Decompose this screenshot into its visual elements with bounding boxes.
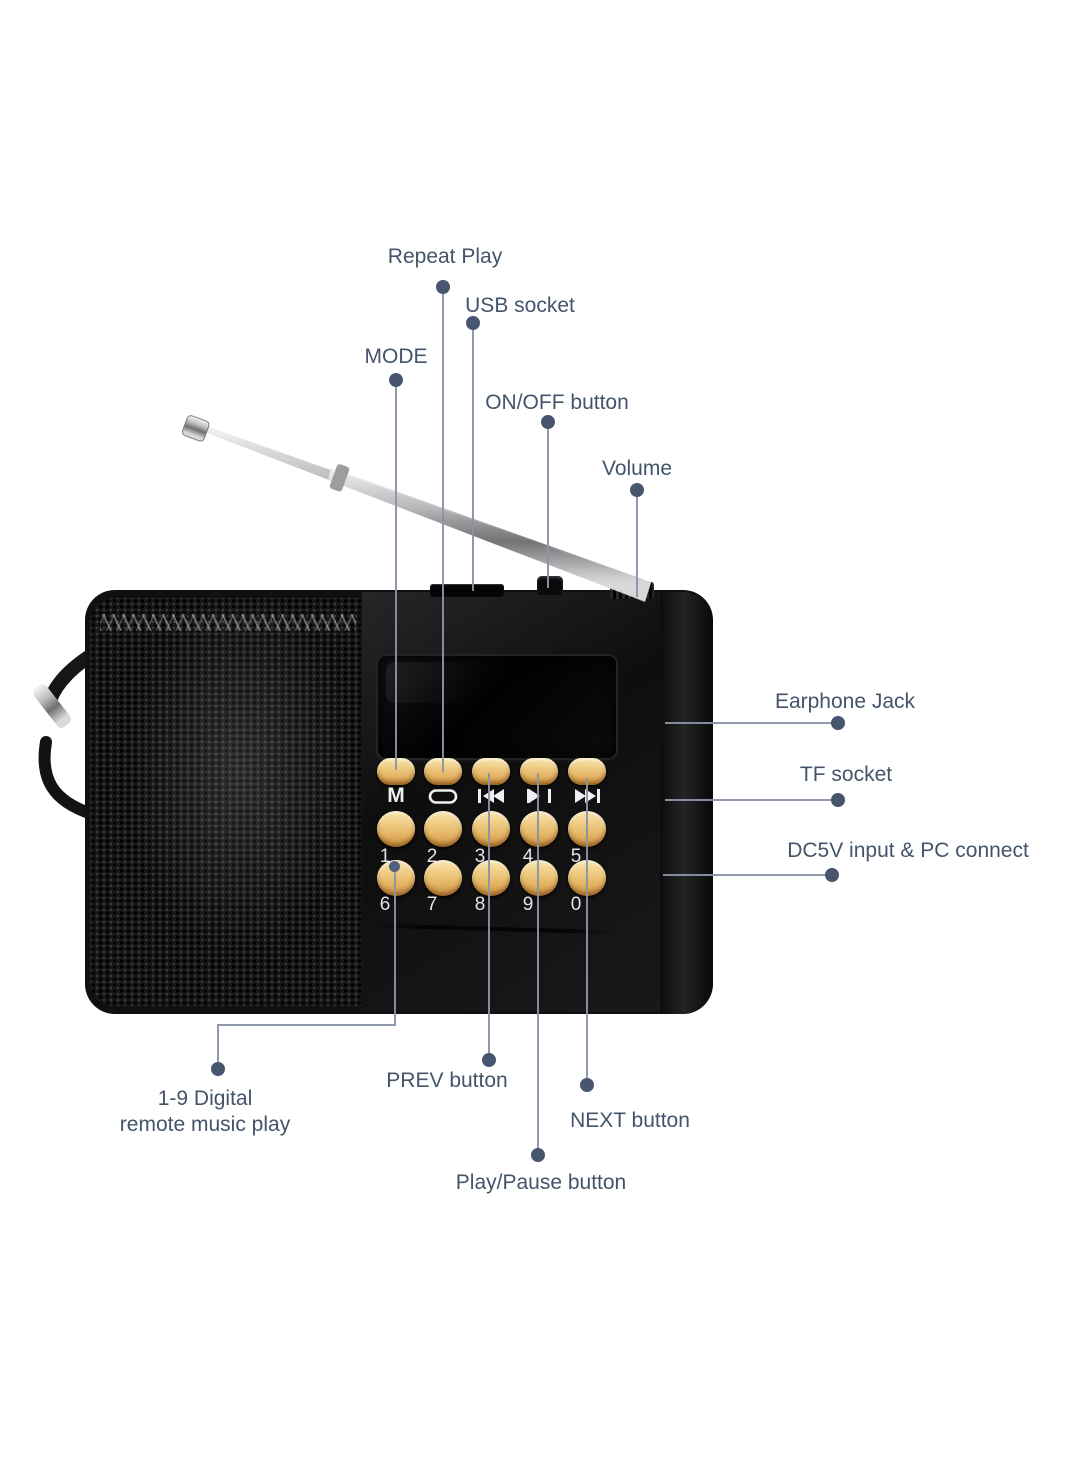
- grille-chevron-pattern: [100, 614, 356, 631]
- leader-dot-prev: [482, 1053, 496, 1067]
- antenna-rod: [204, 426, 651, 601]
- speaker-grille: [90, 598, 362, 1006]
- play-pause-key: [520, 758, 558, 785]
- leader-line-repeat-play: [442, 293, 444, 772]
- antenna-lower-segment: [328, 468, 651, 602]
- leader-line-digital-v1: [394, 868, 396, 1025]
- leader-dot-earphone-jack: [831, 716, 845, 730]
- leader-dot-on-off: [541, 415, 555, 429]
- key-1: [377, 811, 415, 847]
- key-5-label: 5: [570, 846, 582, 867]
- label-next: NEXT button: [570, 1109, 690, 1132]
- key-4: [520, 811, 558, 847]
- leader-line-digital-v2: [217, 1025, 219, 1062]
- volume-knob: [610, 582, 654, 599]
- label-digital-line2: remote music play: [119, 1113, 291, 1136]
- leader-dot-dc5v: [825, 868, 839, 882]
- previous-key: [472, 758, 510, 785]
- label-repeat-play: Repeat Play: [387, 245, 503, 268]
- label-digital-line1: 1-9 Digital: [157, 1087, 253, 1110]
- label-mode: MODE: [364, 345, 428, 368]
- leader-line-play-pause: [537, 773, 539, 1148]
- key-9-label: 9: [522, 894, 534, 915]
- leader-dot-next: [580, 1078, 594, 1092]
- label-prev: PREV button: [386, 1069, 508, 1092]
- key-4-label: 4: [522, 846, 534, 867]
- label-digital-remote: 1-9 Digital remote music play: [120, 1086, 290, 1138]
- key-9: [520, 860, 558, 896]
- label-play-pause: Play/Pause button: [455, 1171, 627, 1194]
- key-1-label: 1: [379, 846, 391, 867]
- leader-line-next: [586, 778, 588, 1078]
- leader-line-earphone-jack: [665, 722, 838, 724]
- leader-dot-play-pause: [531, 1148, 545, 1162]
- label-volume: Volume: [601, 457, 673, 480]
- key-0-label: 0: [570, 894, 582, 915]
- previous-icon: [472, 785, 510, 807]
- label-earphone-jack: Earphone Jack: [774, 690, 916, 713]
- label-dc5v: DC5V input & PC connect: [787, 839, 1029, 862]
- key-3: [472, 811, 510, 847]
- key-8: [472, 860, 510, 896]
- leader-line-on-off: [547, 428, 549, 588]
- leader-line-mode: [395, 386, 397, 770]
- display-gloss: [386, 662, 517, 703]
- leader-dot-usb-socket: [466, 316, 480, 330]
- label-tf-socket: TF socket: [799, 763, 893, 786]
- leader-dot-volume: [630, 483, 644, 497]
- leader-line-dc5v: [663, 874, 832, 876]
- m-key-label: M: [387, 784, 405, 807]
- leader-dot-tf-socket: [831, 793, 845, 807]
- power-button: [537, 576, 563, 595]
- leader-line-tf-socket: [665, 799, 838, 801]
- key-7: [424, 860, 462, 896]
- antenna-collar: [329, 464, 350, 492]
- leader-line-digital-h: [217, 1024, 396, 1026]
- label-usb-socket: USB socket: [465, 294, 575, 317]
- key-8-label: 8: [474, 894, 486, 915]
- key-3-label: 3: [474, 846, 486, 867]
- radio-side-face: [660, 592, 713, 1014]
- label-on-off: ON/OFF button: [485, 391, 629, 414]
- key-2: [424, 811, 462, 847]
- leader-line-usb-socket: [472, 329, 474, 591]
- antenna-tip: [181, 415, 210, 442]
- key-7-label: 7: [426, 894, 438, 915]
- play-pause-icon: [520, 785, 558, 807]
- leader-dot-mode: [389, 373, 403, 387]
- key-6-label: 6: [379, 894, 391, 915]
- repeat-icon: [424, 785, 462, 807]
- leader-dot-digital: [211, 1062, 225, 1076]
- leader-line-volume: [636, 496, 638, 597]
- leader-dot-key6-marker: [389, 861, 400, 872]
- leader-line-prev: [488, 773, 490, 1053]
- key-2-label: 2: [426, 846, 438, 867]
- leader-dot-repeat-play: [436, 280, 450, 294]
- lcd-display: [376, 654, 618, 760]
